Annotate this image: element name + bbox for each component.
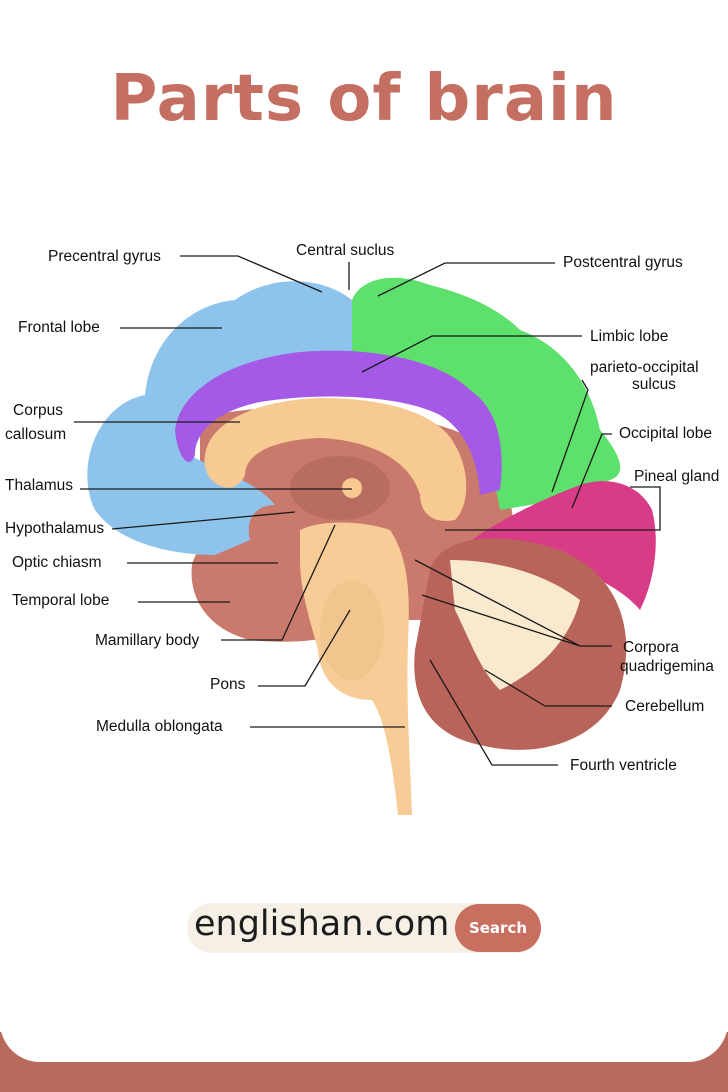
frontal-lobe-shape <box>87 281 352 555</box>
parietal-lobe-shape <box>352 277 621 510</box>
leader-precentral <box>180 255 323 293</box>
label-corpora-1: Corpora <box>623 639 679 656</box>
label-hypothalamus: Hypothalamus <box>5 520 104 537</box>
label-corpora-2: quadrigemina <box>620 658 714 675</box>
corpus-callosum-shape <box>204 398 467 521</box>
label-fourth-ventricle: Fourth ventricle <box>570 757 677 774</box>
leader-parieto <box>551 379 589 493</box>
leader-hypothalamus <box>111 511 296 530</box>
label-occipital-lobe: Occipital lobe <box>619 425 712 442</box>
label-medulla-oblongata: Medulla oblongata <box>96 718 223 735</box>
label-parieto-occipital-2: sulcus <box>632 376 676 393</box>
label-cerebellum: Cerebellum <box>625 698 704 715</box>
leader-limbic <box>361 335 582 373</box>
page-title: Parts of brain <box>110 62 618 136</box>
leader-pons <box>258 609 351 687</box>
label-parieto-occipital-1: parieto-occipital <box>590 359 699 376</box>
label-postcentral-gyrus: Postcentral gyrus <box>563 254 683 271</box>
label-temporal-lobe: Temporal lobe <box>12 592 109 609</box>
search-button[interactable]: Search <box>455 904 541 952</box>
site-name: englishan.com <box>194 904 450 944</box>
leader-corpora-2 <box>421 594 581 647</box>
leader-cerebellum <box>484 669 612 707</box>
label-corpus-2: callosum <box>5 426 66 443</box>
leader-occipital <box>571 433 612 509</box>
footer-curve <box>0 1002 728 1062</box>
label-thalamus: Thalamus <box>5 477 73 494</box>
label-corpus-1: Corpus <box>13 402 63 419</box>
thalamus-swirl <box>342 478 362 498</box>
leader-mamillary <box>221 524 336 641</box>
label-limbic-lobe: Limbic lobe <box>590 328 668 345</box>
label-pineal-gland: Pineal gland <box>634 468 719 485</box>
label-frontal-lobe: Frontal lobe <box>18 319 100 336</box>
label-optic-chiasm: Optic chiasm <box>12 554 102 571</box>
occipital-lobe-shape <box>472 481 656 610</box>
label-mamillary-body: Mamillary body <box>95 632 199 649</box>
limbic-lobe-shape <box>175 350 502 495</box>
label-pons: Pons <box>210 676 246 693</box>
label-central-sulcus: Central suclus <box>296 242 394 259</box>
leader-postcentral <box>377 262 555 297</box>
leader-fourth <box>429 659 558 766</box>
pons-shape <box>320 580 384 680</box>
leader-pineal <box>445 486 661 531</box>
label-precentral-gyrus: Precentral gyrus <box>48 248 161 265</box>
thalamus-shape <box>290 456 390 520</box>
